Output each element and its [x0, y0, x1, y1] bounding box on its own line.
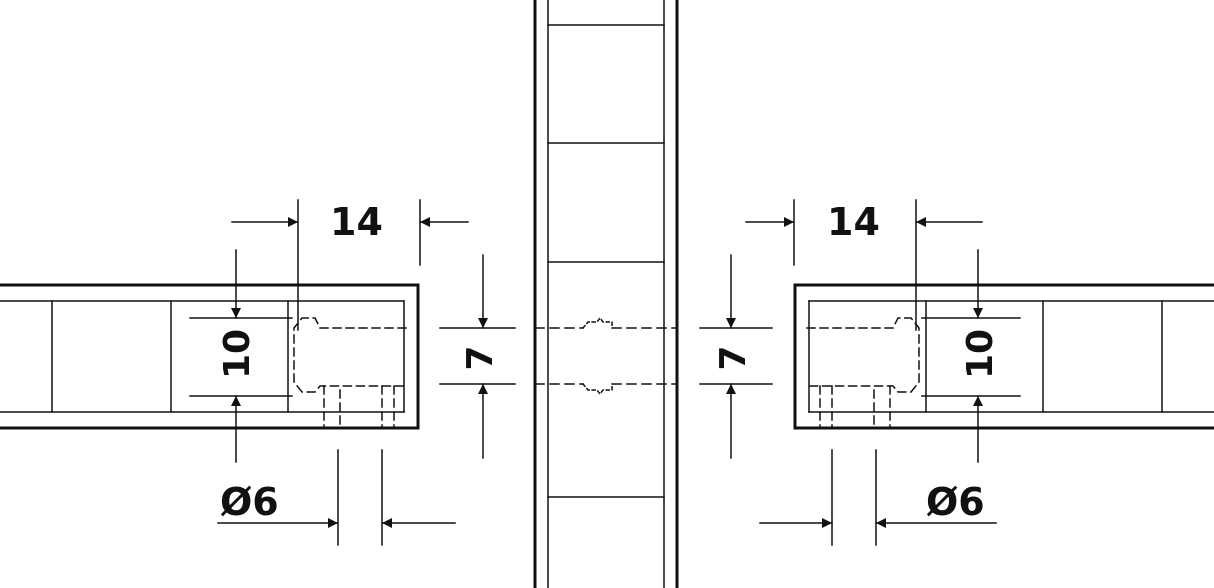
left-diameter-label: Ø6 — [220, 480, 279, 524]
left-depth-dimension — [231, 199, 469, 331]
right-diameter-label: Ø6 — [926, 480, 985, 524]
center-panel — [533, 0, 679, 588]
left-gap-label: 7 — [460, 345, 501, 371]
left-panel — [0, 283, 420, 430]
left-depth-label: 14 — [330, 200, 383, 244]
right-height-label: 10 — [960, 328, 1001, 379]
right-depth-dimension — [745, 199, 983, 331]
center-connector-notch — [581, 316, 613, 396]
left-diameter-dimension — [217, 449, 456, 546]
center-connector-dashed — [534, 327, 678, 385]
right-depth-label: 14 — [827, 200, 880, 244]
left-height-dimension — [189, 249, 293, 463]
right-panel — [793, 283, 1214, 430]
left-height-label: 10 — [217, 328, 258, 379]
right-gap-dimension — [699, 254, 773, 459]
right-diameter-dimension — [759, 449, 997, 546]
left-hidden-bore — [293, 317, 407, 427]
right-height-dimension — [921, 249, 1021, 463]
left-gap-dimension — [439, 254, 516, 459]
right-hidden-bore — [806, 317, 920, 427]
right-gap-label: 7 — [713, 345, 754, 371]
